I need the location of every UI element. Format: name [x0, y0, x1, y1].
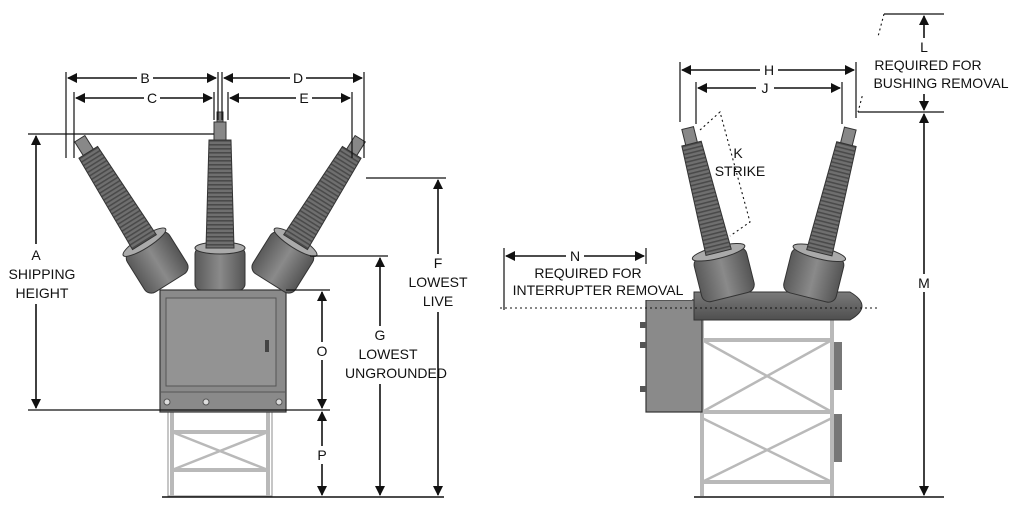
label-l-line2: BUSHING REMOVAL — [873, 75, 1008, 91]
front-left-bushing — [74, 134, 189, 294]
front-support-frame — [167, 411, 273, 497]
label-f-line2: LIVE — [423, 293, 453, 309]
dimension-b: B — [65, 70, 219, 158]
label-a: A — [31, 247, 41, 263]
dimension-n: N REQUIRED FOR INTERRUPTER REMOVAL — [500, 248, 880, 310]
label-a-line1: SHIPPING — [9, 266, 76, 282]
label-g-line2: UNGROUNDED — [345, 365, 447, 381]
dimension-o: O — [160, 289, 332, 411]
label-e: E — [299, 90, 308, 106]
label-p: P — [317, 447, 326, 463]
dimension-e: E — [227, 90, 353, 158]
label-g-line1: LOWEST — [358, 346, 418, 362]
label-j: J — [762, 80, 769, 96]
label-m: M — [918, 275, 930, 291]
label-l: L — [920, 39, 928, 55]
dimension-f: F LOWEST LIVE — [366, 177, 468, 496]
label-h: H — [764, 62, 774, 78]
label-b: B — [140, 70, 149, 86]
dimension-h: H — [679, 62, 857, 122]
label-k-line1: STRIKE — [715, 163, 766, 179]
label-f-line1: LOWEST — [408, 274, 468, 290]
label-o: O — [317, 343, 328, 359]
label-n-line1: REQUIRED FOR — [534, 265, 641, 281]
side-cabinet — [640, 299, 703, 413]
side-right-bushing — [783, 126, 857, 303]
label-k: K — [733, 145, 743, 161]
front-view: B C D E A SH — [2, 70, 468, 498]
label-f: F — [434, 255, 443, 271]
side-view: H J K STRIKE L REQUIRED FOR BUSHING REMO… — [500, 13, 1022, 498]
front-right-bushing — [251, 134, 366, 294]
label-a-line2: HEIGHT — [16, 285, 69, 301]
dimension-c: C — [73, 90, 215, 158]
label-n-line2: INTERRUPTER REMOVAL — [513, 282, 684, 298]
side-left-bushing — [681, 126, 755, 303]
front-center-bushing — [194, 111, 246, 291]
dimension-m: M — [914, 113, 934, 496]
dimension-l: L REQUIRED FOR BUSHING REMOVAL — [857, 13, 1022, 113]
label-d: D — [293, 70, 303, 86]
dimension-d: D — [221, 70, 365, 158]
label-l-line1: REQUIRED FOR — [874, 57, 981, 73]
label-g: G — [375, 327, 386, 343]
dimension-j: J — [695, 80, 843, 124]
label-n: N — [570, 248, 580, 264]
dimension-a: A SHIPPING HEIGHT — [2, 133, 214, 411]
side-support-frame — [700, 318, 842, 496]
dimension-p: P — [312, 411, 332, 496]
label-c: C — [147, 90, 157, 106]
front-cabinet — [159, 289, 287, 413]
dimension-k: K STRIKE — [699, 110, 766, 237]
